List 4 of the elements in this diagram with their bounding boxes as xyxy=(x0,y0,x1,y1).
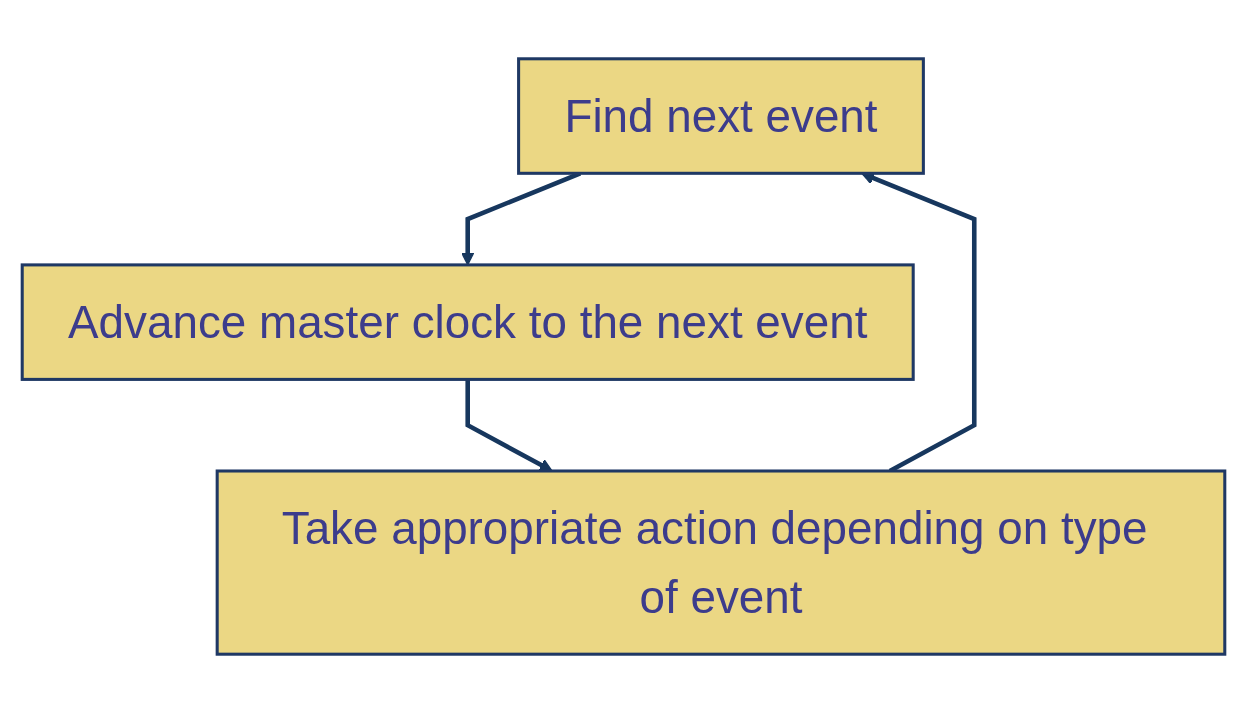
node-box: Take appropriate action depending on type of event xyxy=(215,469,1227,656)
node-box: Advance master clock to the next event xyxy=(20,263,915,381)
arrow xyxy=(465,379,553,472)
node-box: Find next event xyxy=(517,57,925,175)
